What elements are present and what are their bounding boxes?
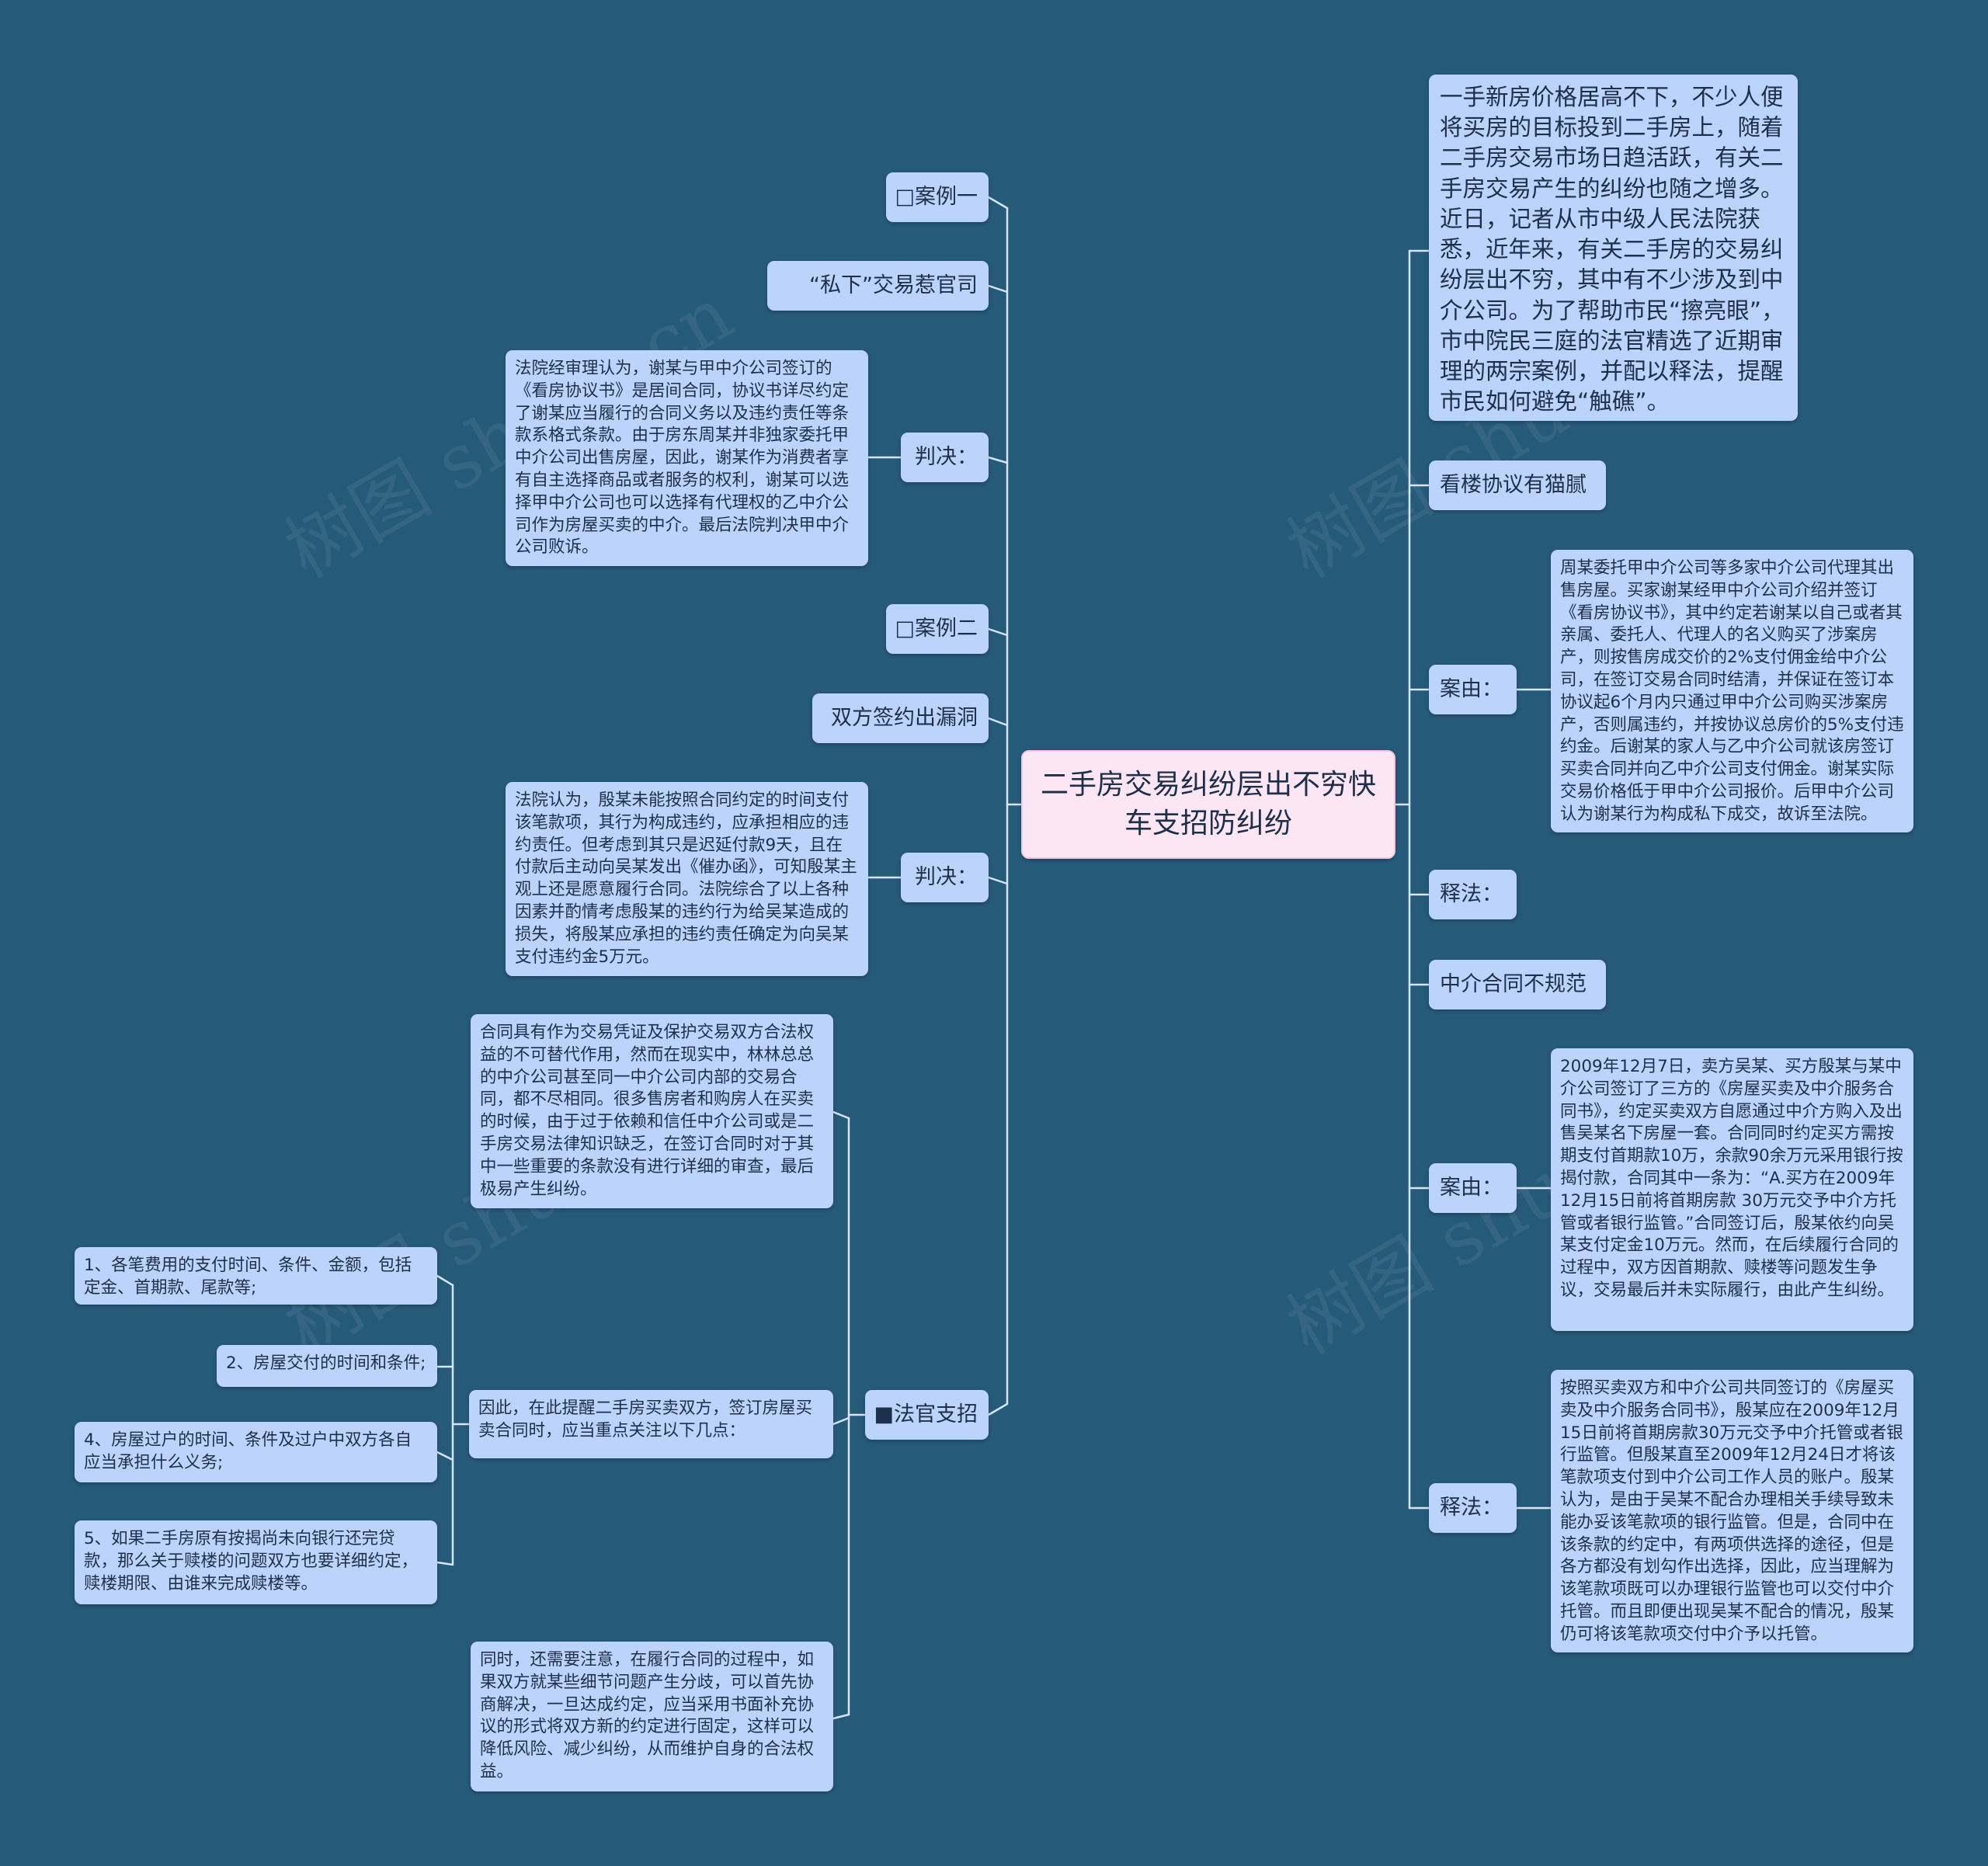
verdict-node-2[interactable]: 判决： (901, 853, 989, 902)
contract-irregular-node[interactable]: 中介合同不规范 (1429, 960, 1606, 1009)
case-one-node[interactable]: □案例一 (886, 172, 989, 222)
intro-text: 一手新房价格居高不下，不少人便将买房的目标投到二手房上，随着二手房交易市场日趋活… (1429, 75, 1798, 421)
verdict-2-text: 法院认为，殷某未能按照合同约定的时间支付该笔款项，其行为构成违约，应承担相应的违… (506, 782, 868, 976)
point-item: 5、如果二手房原有按揭尚未向银行还完贷款，那么关于赎楼的问题双方也要详细约定，赎… (75, 1520, 437, 1604)
private-deal-node[interactable]: “私下”交易惹官司 (767, 261, 989, 311)
cause-1-text: 周某委托甲中介公司等多家中介公司代理其出售房屋。买家谢某经甲中介公司介绍并签订《… (1551, 550, 1913, 832)
verdict-1-text: 法院经审理认为，谢某与甲中介公司签订的《看房协议书》是居间合同，协议书详尽约定了… (506, 350, 868, 566)
cause-node-2[interactable]: 案由： (1429, 1163, 1517, 1213)
explain-2-text: 按照买卖双方和中介公司共同签订的《房屋买卖及中介服务合同书》，殷某应在2009年… (1551, 1370, 1913, 1652)
point-item: 2、房屋交付的时间和条件; (217, 1345, 437, 1387)
root-topic[interactable]: 二手房交易纠纷层出不穷快车支招防纠纷 (1021, 750, 1395, 859)
cause-node-1[interactable]: 案由： (1429, 665, 1517, 714)
point-item: 1、各笔费用的支付时间、条件、金额，包括定金、首期款、尾款等; (75, 1247, 437, 1305)
verdict-node-1[interactable]: 判决： (901, 433, 989, 482)
tips-also-text: 同时，还需要注意，在履行合同的过程中，如果双方就某些细节问题产生分歧，可以首先协… (471, 1642, 833, 1791)
tips-intro-text: 合同具有作为交易凭证及保护交易双方合法权益的不可替代作用，然而在现实中，林林总总… (471, 1014, 833, 1208)
point-item: 4、房屋过户的时间、条件及过户中双方各自应当承担什么义务; (75, 1422, 437, 1482)
case-two-node[interactable]: □案例二 (886, 604, 989, 654)
agreement-trick-node[interactable]: 看楼协议有猫腻 (1429, 460, 1606, 510)
explain-node-2[interactable]: 释法： (1429, 1483, 1517, 1533)
tips-remind-text: 因此，在此提醒二手房买卖双方，签订房屋买卖合同时，应当重点关注以下几点： (469, 1390, 833, 1458)
explain-node-1[interactable]: 释法： (1429, 870, 1517, 919)
cause-2-text: 2009年12月7日，卖方吴某、买方殷某与某中介公司签订了三方的《房屋买卖及中介… (1551, 1048, 1913, 1331)
judge-tips-node[interactable]: ■法官支招 (865, 1390, 989, 1440)
signing-loophole-node[interactable]: 双方签约出漏洞 (812, 693, 989, 743)
